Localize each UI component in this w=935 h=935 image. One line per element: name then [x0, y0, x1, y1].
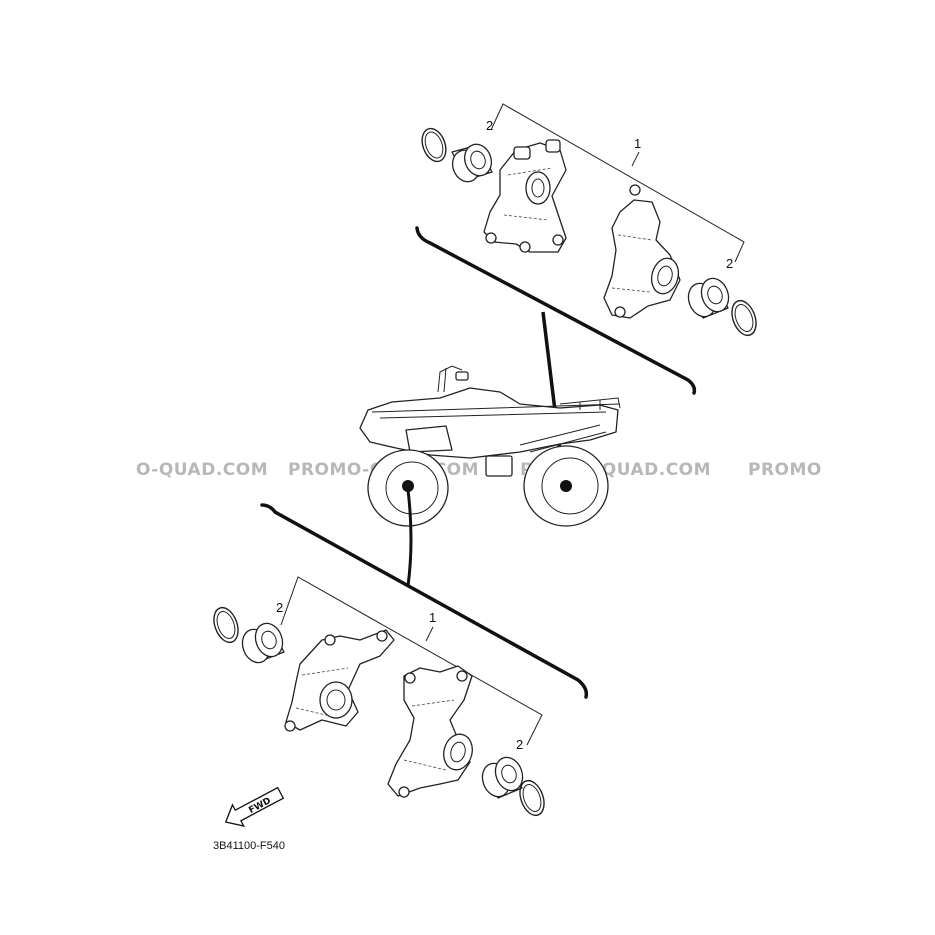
rear-knuckle-left [483, 139, 567, 253]
rear-callout-bracket [490, 103, 745, 263]
front-bearing-right [481, 756, 524, 799]
rear-group-underline [415, 226, 697, 395]
rear-knuckle-right [603, 184, 681, 319]
front-callout-bracket [280, 576, 543, 746]
watermark-row: O-QUAD.COM PROMO-QUAD.COM PROMO-QUAD.COM… [136, 460, 822, 480]
rear-callout-1: 1 [634, 136, 641, 151]
watermark-left-partial: O-QUAD.COM [136, 460, 268, 480]
front-knuckle-right [387, 665, 473, 798]
front-knuckle-left [284, 629, 395, 732]
front-callout-2-right: 2 [516, 737, 523, 752]
rear-bearing-left [451, 143, 493, 183]
watermark-right-partial: PROMO [748, 460, 822, 480]
rear-callout-2-right: 2 [726, 256, 733, 271]
front-connector-line [406, 489, 413, 587]
front-callout-1-leader [425, 626, 434, 642]
atv-illustration [359, 365, 621, 527]
diagram-code: 3B41100-F540 [213, 840, 285, 852]
front-circlip-right [519, 779, 545, 817]
rear-circlip-left [421, 127, 447, 163]
rear-callout-1-leader [631, 151, 640, 167]
rear-knuckle-group: 1 2 2 [415, 103, 757, 395]
fwd-arrow: FWD [224, 786, 285, 827]
rear-bearing-right [687, 277, 730, 319]
front-callout-1: 1 [429, 610, 436, 625]
rear-circlip-right [731, 299, 757, 337]
front-circlip-left [213, 606, 239, 644]
front-callout-2-left: 2 [276, 600, 283, 615]
front-wheel-hub-dot [402, 480, 414, 492]
front-group-underline [260, 503, 589, 699]
rear-callout-2-left: 2 [486, 118, 493, 133]
front-bearing-left [241, 622, 285, 664]
rear-wheel-hub-dot [560, 480, 572, 492]
front-knuckle-group: 1 2 2 [213, 503, 589, 817]
